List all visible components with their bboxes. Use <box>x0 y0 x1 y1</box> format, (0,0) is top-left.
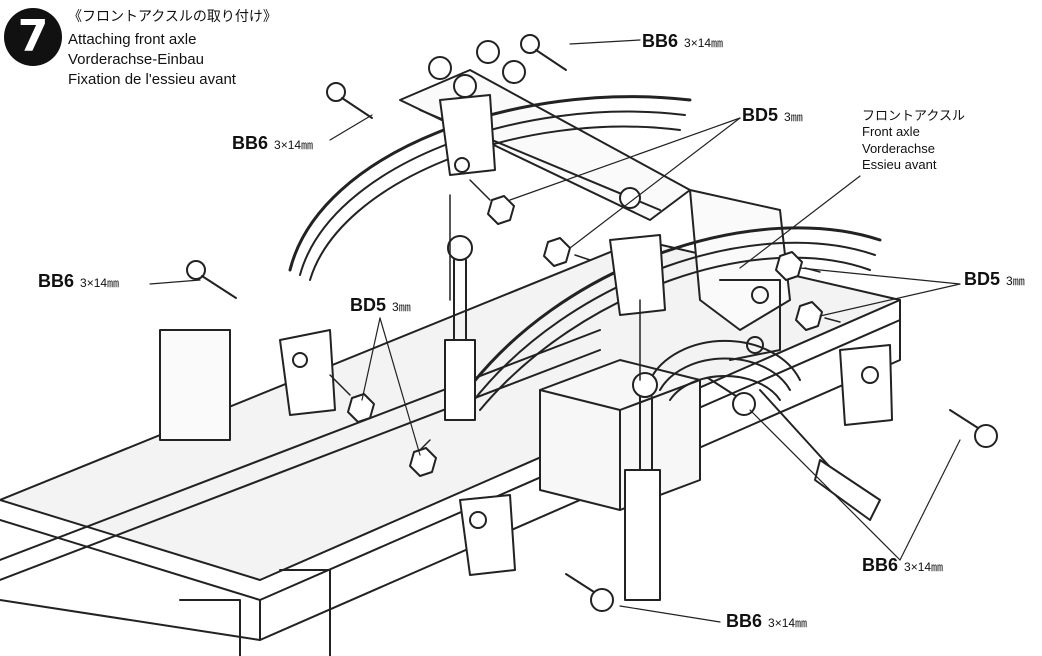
step-title-en: Attaching front axle <box>68 31 197 48</box>
part-code: BB6 <box>642 31 679 51</box>
assembly-arrows <box>329 179 841 451</box>
part-dim: 3㎜ <box>392 300 411 314</box>
nut-bd5-right-a <box>775 251 803 281</box>
step-title-de: Vorderachse-Einbau <box>68 51 204 68</box>
label-bd5-left: BD5 3㎜ <box>350 296 411 315</box>
nut-bd5-top <box>487 195 515 225</box>
spring-shackles <box>279 94 893 576</box>
front-axle-label: フロントアクスル Front axle Vorderachse Essieu a… <box>862 108 965 173</box>
nut-bd5-lower <box>409 447 437 477</box>
label-bd5-right: BD5 3㎜ <box>964 270 1025 289</box>
nut-bd5-left <box>347 393 375 423</box>
part-dim: 3×14㎜ <box>768 616 808 630</box>
axle-top-nuts <box>428 40 641 209</box>
label-bb6-lower-right: BB6 3×14㎜ <box>862 556 943 575</box>
nut-bd5-center <box>543 237 571 267</box>
step-number-badge: 7 <box>4 8 62 66</box>
part-dim: 3㎜ <box>1006 274 1025 288</box>
nut-bd5-right-b <box>795 301 823 331</box>
label-bb6-bottom: BB6 3×14㎜ <box>726 612 807 631</box>
part-code: BB6 <box>232 133 269 153</box>
part-code: BD5 <box>350 295 387 315</box>
part-code: BD5 <box>964 269 1001 289</box>
front-axle-label-de: Vorderachse <box>862 140 935 156</box>
leader-lines <box>149 39 961 623</box>
part-code: BD5 <box>742 105 779 125</box>
front-axle-label-fr: Essieu avant <box>862 156 937 172</box>
step-title-jp: 《フロントアクスルの取り付け》 <box>68 9 277 25</box>
screw-bb6-center <box>707 377 756 416</box>
screw-bb6-bottom <box>565 573 614 612</box>
screw-bb6-left <box>186 260 237 299</box>
part-code: BB6 <box>862 555 899 575</box>
leaf-spring-lower <box>458 226 882 411</box>
part-dim: 3×14㎜ <box>904 560 944 574</box>
label-bd5-top: BD5 3㎜ <box>742 106 803 125</box>
part-dim: 3×14㎜ <box>80 276 120 290</box>
part-dim: 3㎜ <box>784 110 803 124</box>
screw-bb6-top <box>520 34 567 71</box>
front-axle-label-en: Front axle <box>862 124 920 140</box>
screw-bb6-left-top <box>326 82 373 119</box>
part-dim: 3×14㎜ <box>684 36 724 50</box>
part-code: BB6 <box>726 611 763 631</box>
label-bb6-top: BB6 3×14㎜ <box>642 32 723 51</box>
front-axle-label-jp: フロントアクスル <box>862 108 965 123</box>
leaf-spring-upper <box>288 95 692 281</box>
shock-absorber-right <box>624 372 661 601</box>
tie-rod <box>759 389 881 521</box>
step-title-fr: Fixation de l'essieu avant <box>68 71 236 88</box>
label-bb6-upper-left: BB6 3×14㎜ <box>232 134 313 153</box>
shock-absorber-left <box>444 235 476 421</box>
label-bb6-left: BB6 3×14㎜ <box>38 272 119 291</box>
screw-bb6-right <box>949 409 998 448</box>
part-code: BB6 <box>38 271 75 291</box>
part-dim: 3×14㎜ <box>274 138 314 152</box>
